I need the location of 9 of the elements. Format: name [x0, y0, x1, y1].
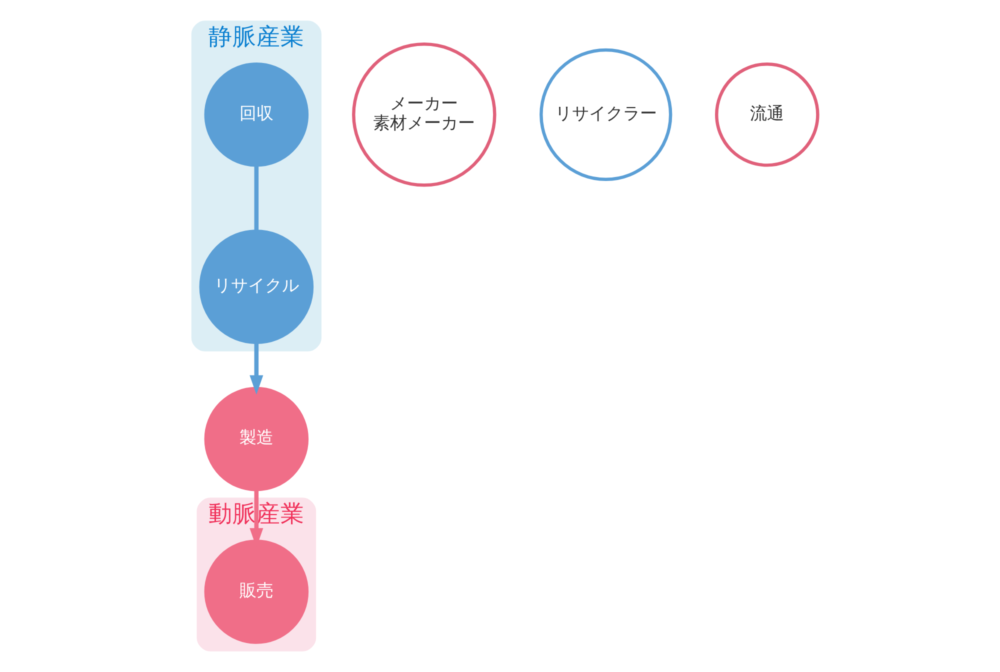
node-circle: 製造: [204, 386, 308, 492]
connector: [254, 165, 258, 232]
arrow: [249, 342, 263, 395]
node-circle: 販売: [204, 540, 308, 644]
node-circle: 流通: [714, 62, 819, 167]
node-circle: 回収: [204, 62, 308, 167]
node-circle: リサイクラー: [539, 48, 672, 181]
node-circle: メーカー 素材メーカー: [352, 42, 496, 187]
node-circle: リサイクル: [198, 230, 314, 344]
